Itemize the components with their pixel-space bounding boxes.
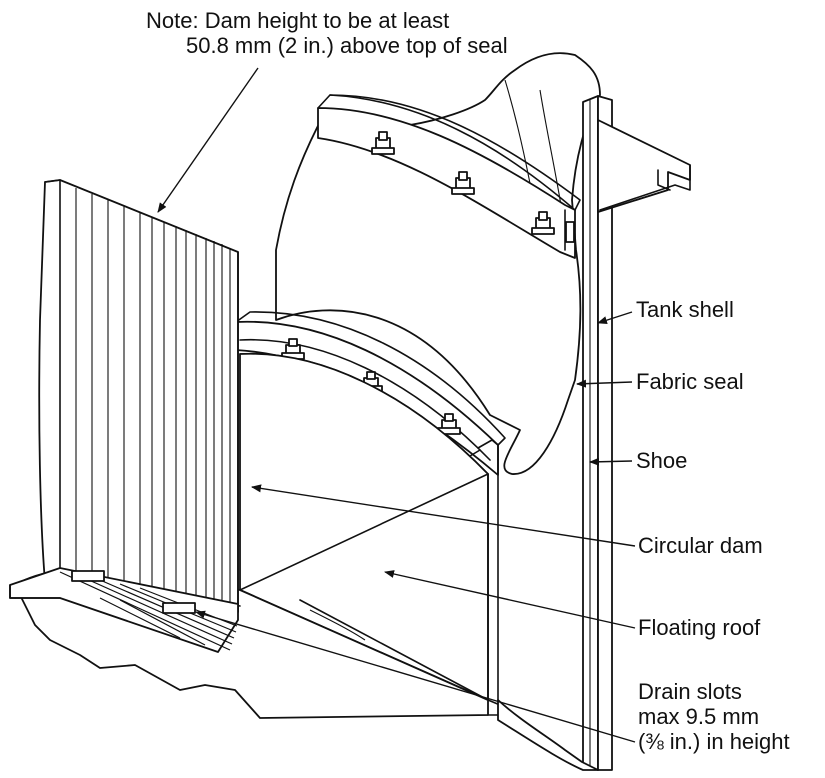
- drain-slot: [162, 602, 196, 614]
- upper-seal-clamp: [317, 94, 581, 259]
- circular-dam: [38, 179, 239, 613]
- tank-shell-leader: [597, 311, 633, 325]
- fabric-seal-leader: [576, 379, 633, 388]
- drain-slots-leader: [195, 610, 636, 743]
- circular-dam-leader: [251, 484, 636, 547]
- note-line-2: 50.8 mm (2 in.) above top of seal: [186, 33, 508, 58]
- floating-roof-leader: [384, 570, 636, 629]
- label-shoe: Shoe: [636, 448, 688, 473]
- bolt: [281, 338, 305, 360]
- dam-base-flange: [9, 567, 239, 653]
- label-circular-dam: Circular dam: [638, 533, 763, 558]
- label-drain-slots-2: max 9.5 mm: [638, 704, 760, 729]
- label-tank-shell: Tank shell: [636, 297, 734, 322]
- note-leader: [157, 67, 259, 213]
- label-floating-roof: Floating roof: [638, 615, 761, 640]
- bolt: [451, 171, 475, 195]
- drain-slot: [71, 570, 105, 582]
- label-fabric-seal: Fabric seal: [636, 369, 744, 394]
- note-line-1: Note: Dam height to be at least: [146, 8, 450, 33]
- leader-lines: [157, 67, 636, 743]
- shoe-leader: [589, 457, 633, 466]
- bolt: [437, 413, 461, 435]
- bolt: [531, 211, 555, 235]
- label-drain-slots-1: Drain slots: [638, 679, 742, 704]
- label-drain-slots-3: (⅜ in.) in height: [638, 729, 790, 754]
- tank-shell: [582, 95, 691, 771]
- shoe-lower: [497, 699, 599, 771]
- roof-interior: [239, 352, 499, 701]
- bolt: [371, 131, 395, 155]
